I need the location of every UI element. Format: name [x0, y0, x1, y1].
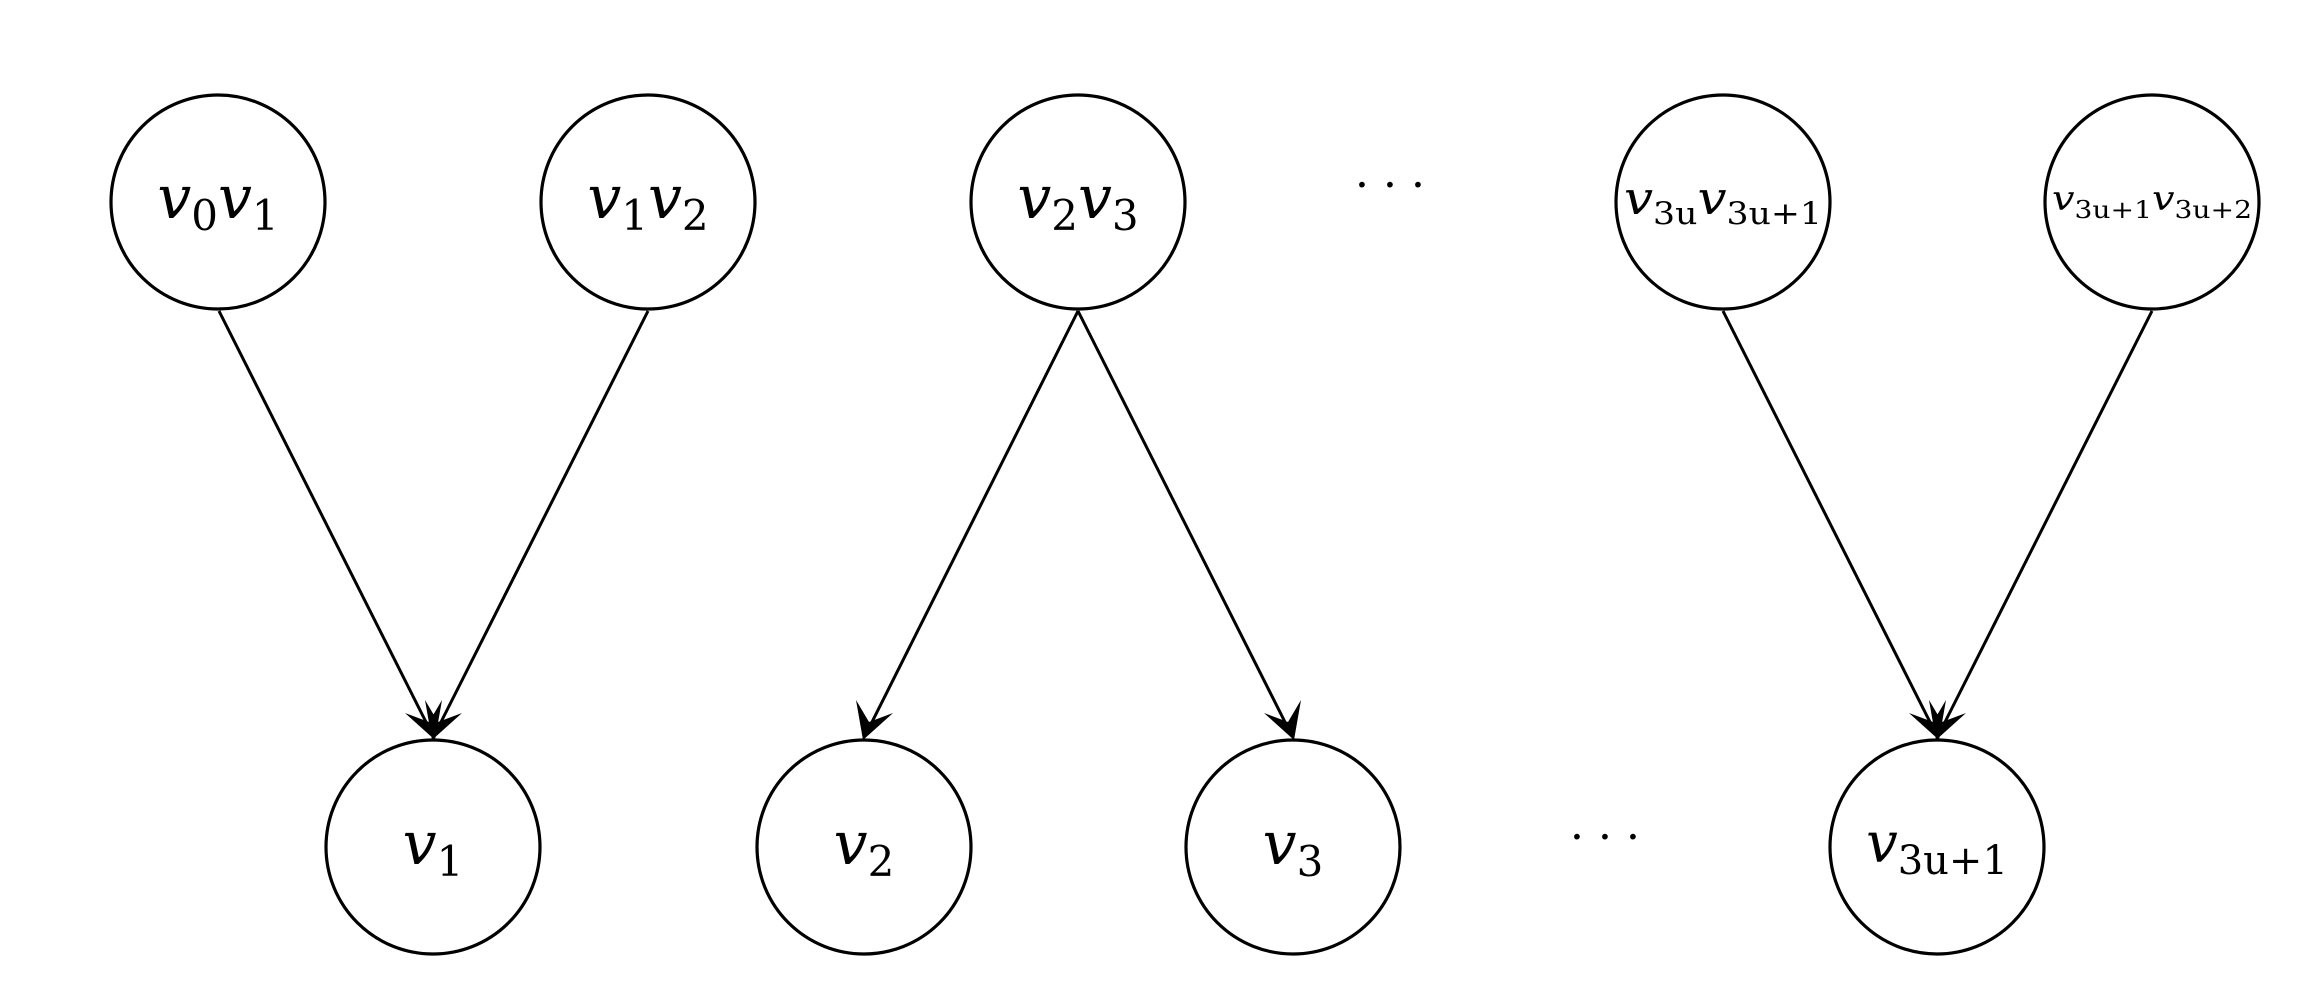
node-v3u1-label: v3u+1 — [1866, 811, 2008, 884]
node-v2-label: v2 — [834, 809, 895, 886]
edge-e23-to-n2 — [867, 310, 1080, 729]
arrowhead-e3u1-to-n3u1 — [1929, 700, 1966, 740]
edge-e3u1-to-n3u1 — [1940, 310, 2154, 729]
bottom-ellipsis: · · · — [1570, 812, 1640, 863]
node-v3: v3 — [1184, 738, 1402, 956]
edges — [217, 310, 2154, 740]
node-v3-label: v3 — [1263, 809, 1324, 886]
edge-e23-to-n3 — [1076, 310, 1290, 729]
edge-e12-to-n1 — [436, 310, 650, 729]
node-v1: v1 — [324, 738, 542, 956]
node-v1-label: v1 — [403, 809, 464, 886]
top-ellipsis: · · · — [1355, 160, 1425, 211]
node-v1v2: v1v2 — [539, 93, 757, 311]
node-v0v1-label: v0v1 — [157, 163, 278, 240]
bottom-row-nodes: v1 v2 v3 v3u+1 · · · — [324, 738, 2046, 956]
arrowhead-e23-to-n2 — [856, 700, 893, 740]
node-v2v3: v2v3 — [969, 93, 1187, 311]
node-v1v2-label: v1v2 — [587, 163, 708, 240]
node-v2: v2 — [755, 738, 973, 956]
node-v2v3-label: v2v3 — [1017, 163, 1138, 240]
arrowhead-e12-to-n1 — [425, 700, 462, 740]
node-v0v1: v0v1 — [109, 93, 327, 311]
edge-e3u-to-n3u1 — [1721, 310, 1935, 729]
arrowhead-e23-to-n3 — [1264, 700, 1301, 740]
edge-e01-to-n1 — [217, 310, 431, 729]
node-v3u1: v3u+1 — [1828, 738, 2046, 956]
